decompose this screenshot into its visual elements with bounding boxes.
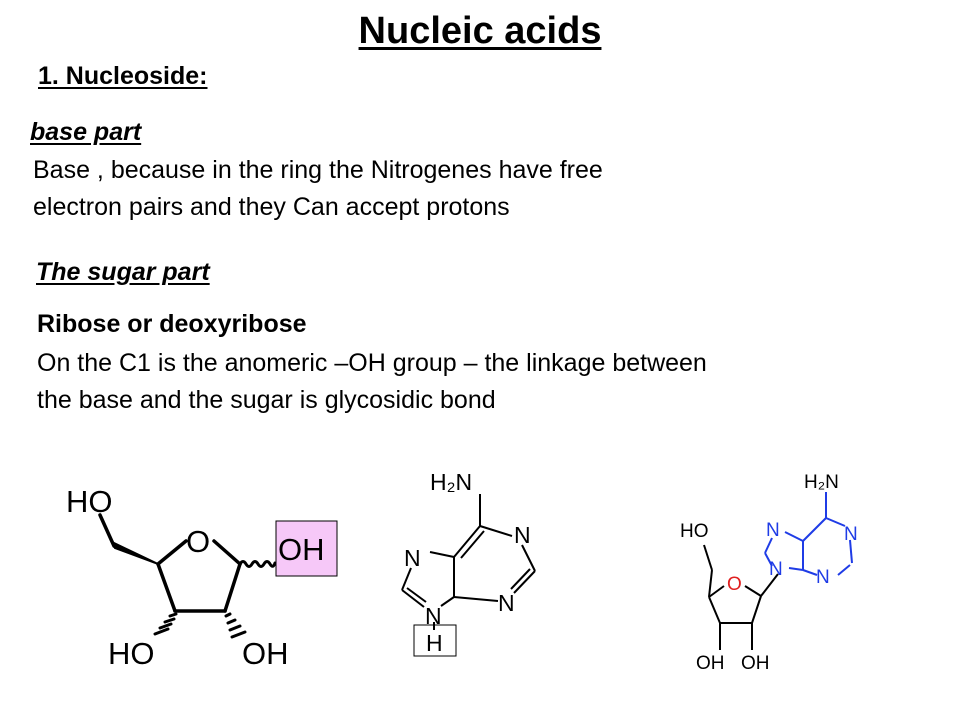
ribose-labels: HO O OH HO OH: [66, 484, 325, 671]
ribose-oh-bottom: OH: [242, 636, 289, 671]
ribose-structure: [98, 513, 338, 639]
page-title: Nucleic acids: [358, 10, 602, 52]
adenine-n3: N: [498, 590, 515, 616]
adenosine-n1: N: [844, 524, 858, 545]
adenosine-ring-oxygen: O: [727, 574, 742, 595]
anomeric-oh-highlight: [275, 520, 338, 577]
adenine-n9: N: [425, 603, 442, 629]
base-description: Base , because in the ring the Nitrogene…: [33, 152, 933, 226]
ribose-anomeric-oh: OH: [278, 532, 325, 567]
sugar-part-heading: The sugar part: [36, 258, 210, 286]
sugar-description-line-2: the base and the sugar is glycosidic bon…: [37, 386, 496, 414]
adenosine-oh-2: OH: [741, 653, 770, 674]
adenine-n7: N: [404, 545, 421, 571]
adenosine-oh-1: OH: [696, 653, 725, 674]
adenine-h9: H: [426, 630, 443, 656]
sugar-description: On the C1 is the anomeric –OH group – th…: [37, 345, 937, 419]
adenine-labels: H₂N N N N N H: [404, 469, 531, 656]
adenosine-n7: N: [766, 520, 780, 541]
adenine-amine: H₂N: [430, 469, 472, 495]
adenosine-n9: N: [769, 559, 783, 580]
sugar-description-line-1: On the C1 is the anomeric –OH group – th…: [37, 349, 707, 377]
section-heading-nucleoside: 1. Nucleoside:: [38, 62, 208, 90]
adenine-n1: N: [514, 522, 531, 548]
sugar-subheading: Ribose or deoxyribose: [37, 310, 307, 338]
adenosine-n3: N: [816, 567, 830, 588]
ribose-ho-top: HO: [66, 484, 113, 519]
ribose-ho-bottom: HO: [108, 636, 155, 671]
adenosine-amine: H₂N: [804, 472, 839, 493]
ribose-ring-oxygen: O: [186, 524, 210, 559]
adenosine-structure: [703, 492, 853, 650]
base-part-heading: base part: [30, 118, 142, 146]
base-description-line-1: Base , because in the ring the Nitrogene…: [33, 156, 603, 184]
base-description-line-2: electron pairs and they Can accept proto…: [33, 193, 510, 221]
adenine-structure: [401, 494, 536, 657]
adenosine-labels: H₂N N N N N HO O OH OH: [680, 472, 858, 674]
adenosine-ho: HO: [680, 521, 709, 542]
